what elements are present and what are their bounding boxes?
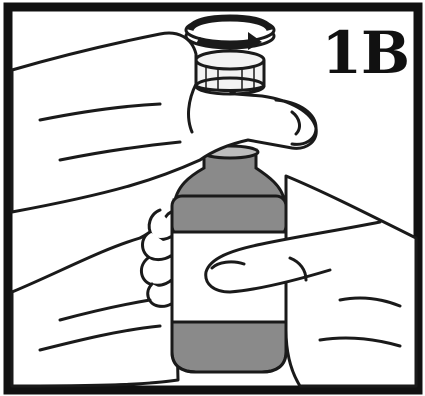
step-label: 1B xyxy=(322,24,409,82)
bottle-cap xyxy=(196,51,264,94)
bottle-lower-band xyxy=(172,322,286,372)
bottle-upper-band xyxy=(172,196,286,236)
counterclockwise-twist-arrow-icon xyxy=(186,18,274,50)
lower-hand xyxy=(12,210,178,386)
